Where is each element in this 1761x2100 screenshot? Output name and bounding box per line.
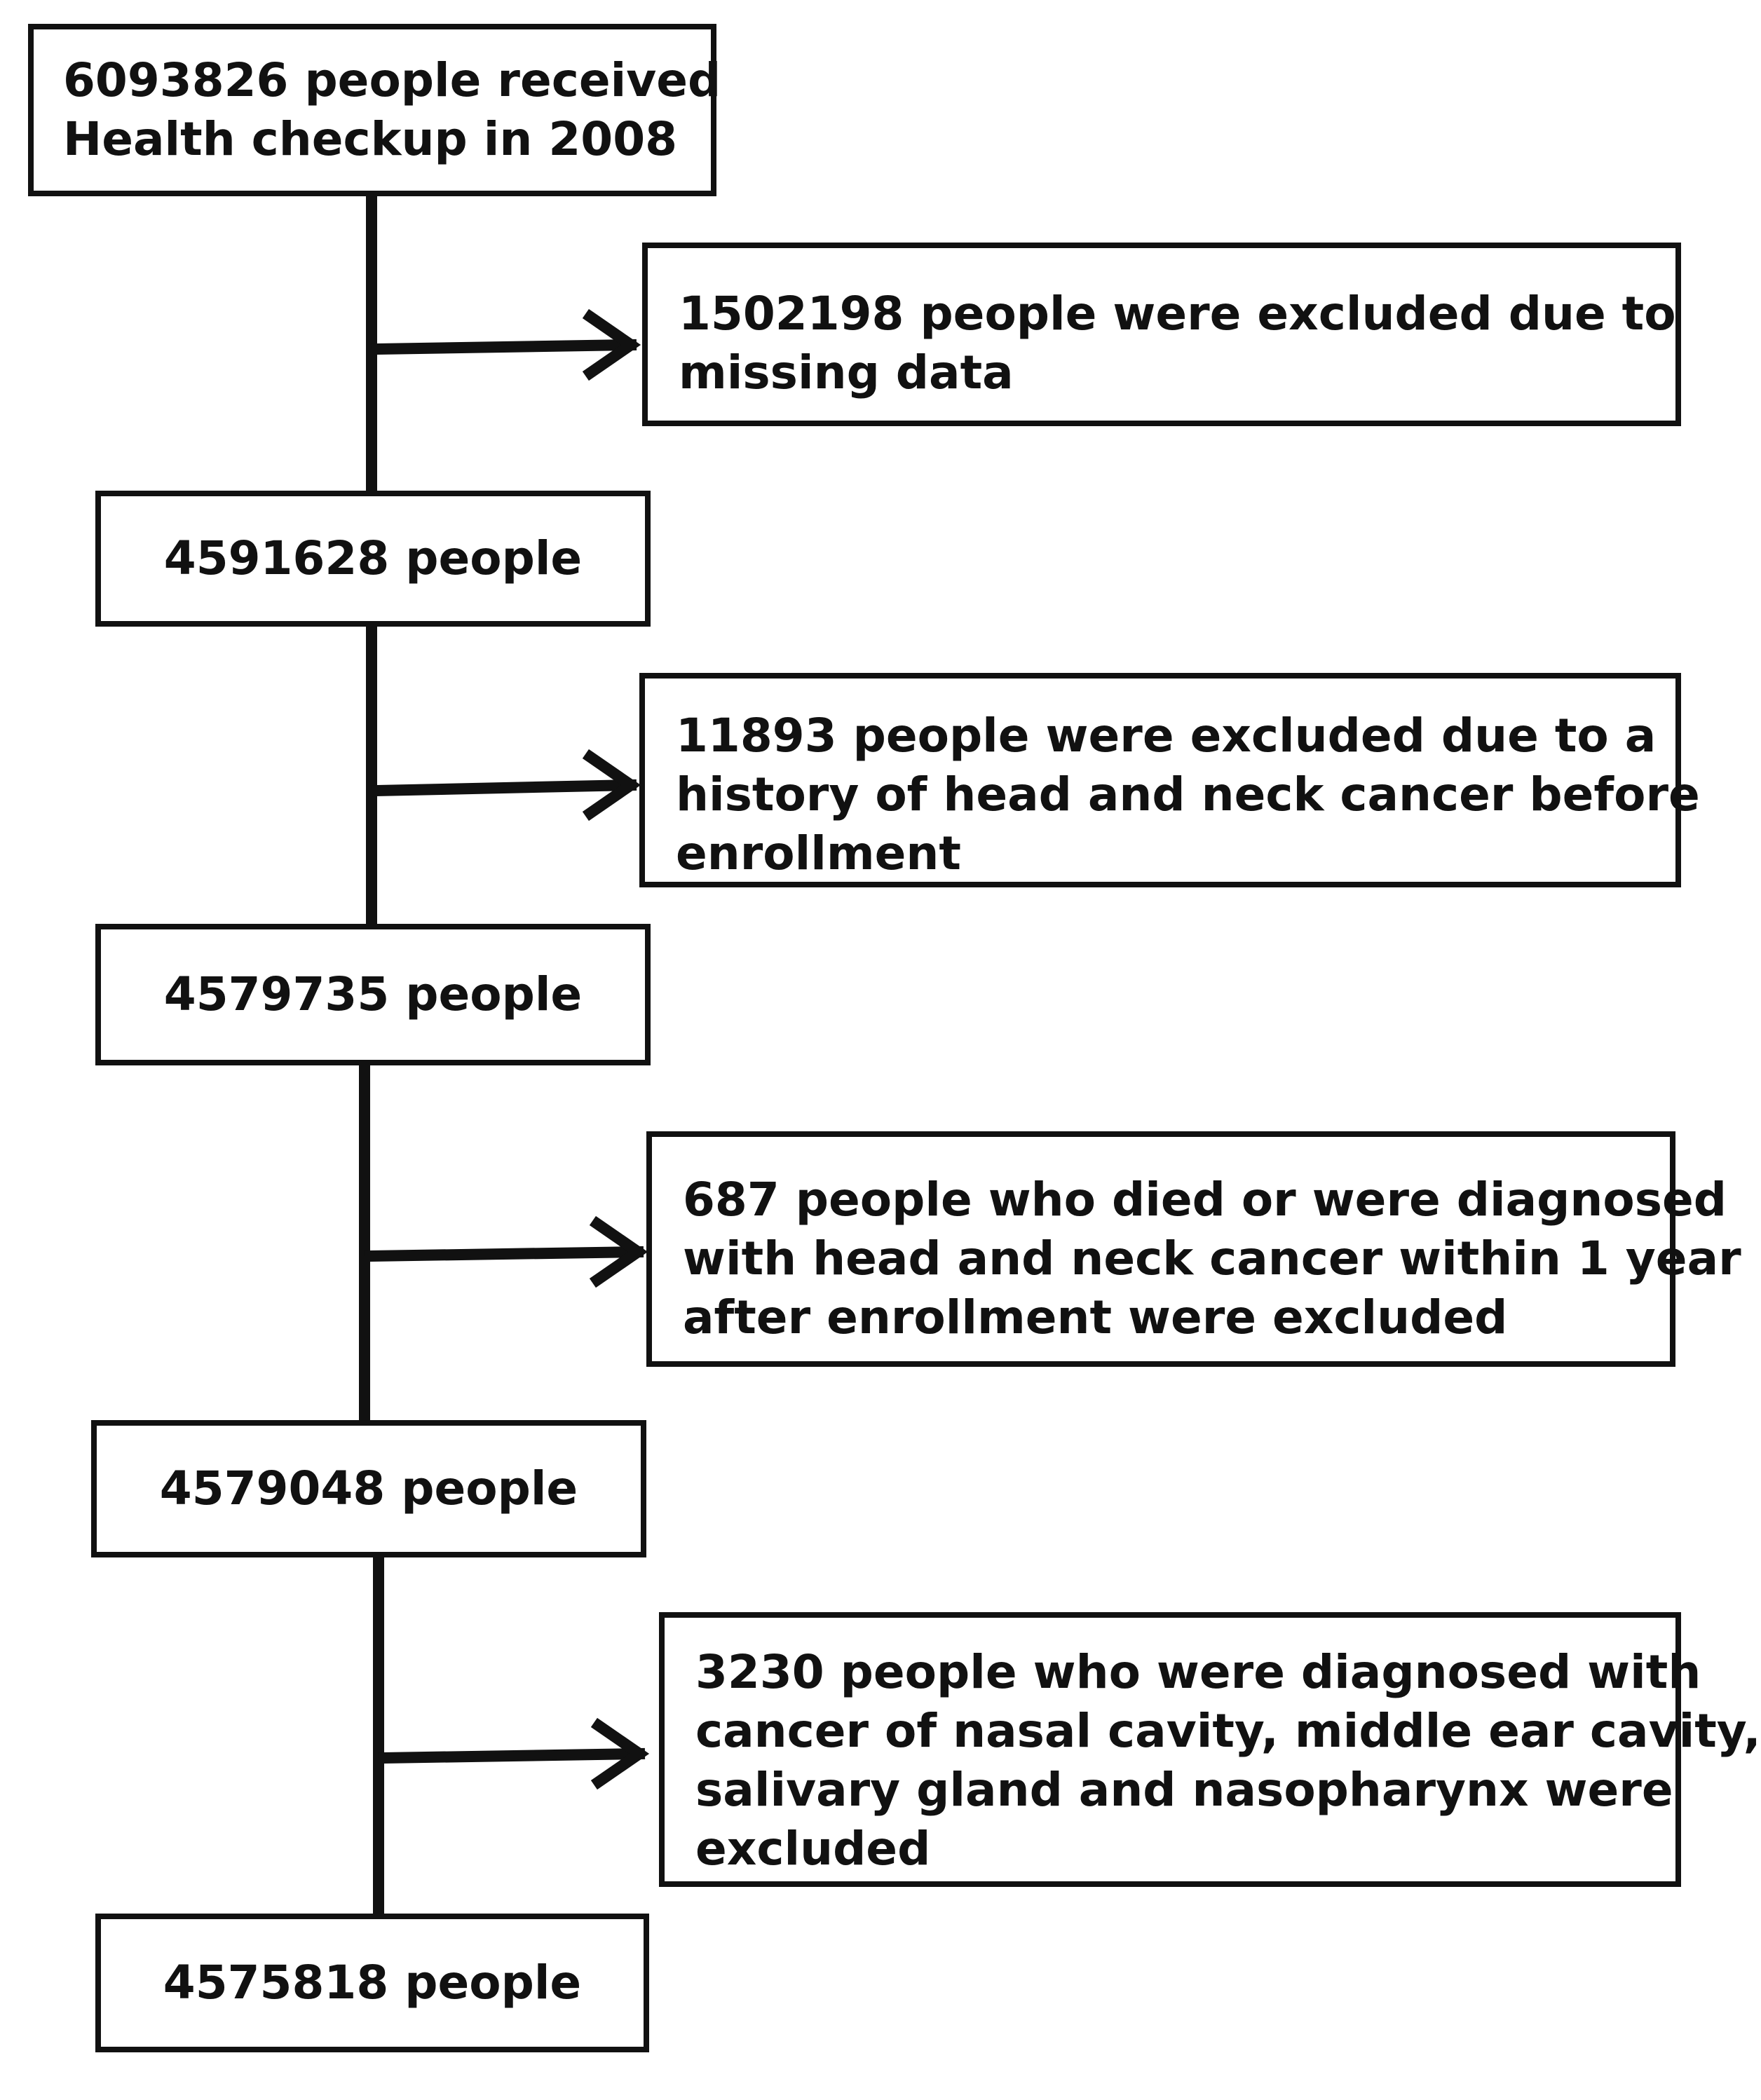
text-line: with head and neck cancer within 1 year: [683, 1232, 1741, 1286]
text-line: 11893 people were excluded due to a: [676, 709, 1657, 763]
text-line: 6093826 people received: [63, 53, 721, 107]
right-arrow-icon: [582, 749, 641, 821]
text-line: cancer of nasal cavity, middle ear cavit…: [695, 1704, 1761, 1758]
flow-step-text: 4579735 people: [163, 967, 583, 1021]
text-line: missing data: [679, 346, 1014, 400]
text-line: Health checkup in 2008: [63, 112, 678, 166]
flow-step-after-cancer-history: 4579735 people: [95, 924, 651, 1065]
flow-step-text: 6093826 people received Health checkup i…: [63, 51, 721, 169]
right-arrow-icon: [589, 1215, 648, 1288]
flow-step-after-missing-data: 4591628 people: [95, 491, 651, 627]
text-line: 687 people who died or were diagnosed: [683, 1173, 1727, 1227]
exclusion-other-cancer-sites: 3230 people who were diagnosed with canc…: [659, 1612, 1761, 1887]
text-line: enrollment: [676, 826, 961, 880]
flow-step-final-cohort: 4575818 people: [95, 1914, 649, 2052]
text-line: history of head and neck cancer before: [676, 768, 1700, 821]
text-line: salivary gland and nasopharynx were: [695, 1763, 1673, 1817]
flow-step-after-first-year: 4579048 people: [91, 1420, 646, 1557]
flow-step-text: 4575818 people: [163, 1956, 582, 2010]
flow-step-text: 4579048 people: [159, 1461, 578, 1515]
exclusion-cancer-history: 11893 people were excluded due to a hist…: [639, 673, 1700, 887]
arrow-shaft-3: [364, 1246, 644, 1262]
flow-step-text: 4591628 people: [163, 531, 583, 585]
text-line: excluded: [695, 1822, 931, 1876]
arrow-shaft-2: [371, 779, 637, 797]
text-line: 3230 people who were diagnosed with: [695, 1645, 1701, 1699]
right-arrow-icon: [582, 308, 641, 381]
text-line: 1502198 people were excluded due to: [679, 287, 1676, 341]
exclusion-died-or-diagnosed-first-year: 687 people who died or were diagnosed wi…: [646, 1131, 1741, 1367]
flow-step-initial-cohort: 6093826 people received Health checkup i…: [28, 24, 721, 196]
arrow-shaft-1: [371, 339, 637, 355]
text-line: after enrollment were excluded: [683, 1290, 1508, 1344]
arrow-shaft-4: [378, 1747, 646, 1764]
right-arrow-icon: [590, 1717, 650, 1790]
exclusion-missing-data: 1502198 people were excluded due to miss…: [642, 243, 1681, 426]
